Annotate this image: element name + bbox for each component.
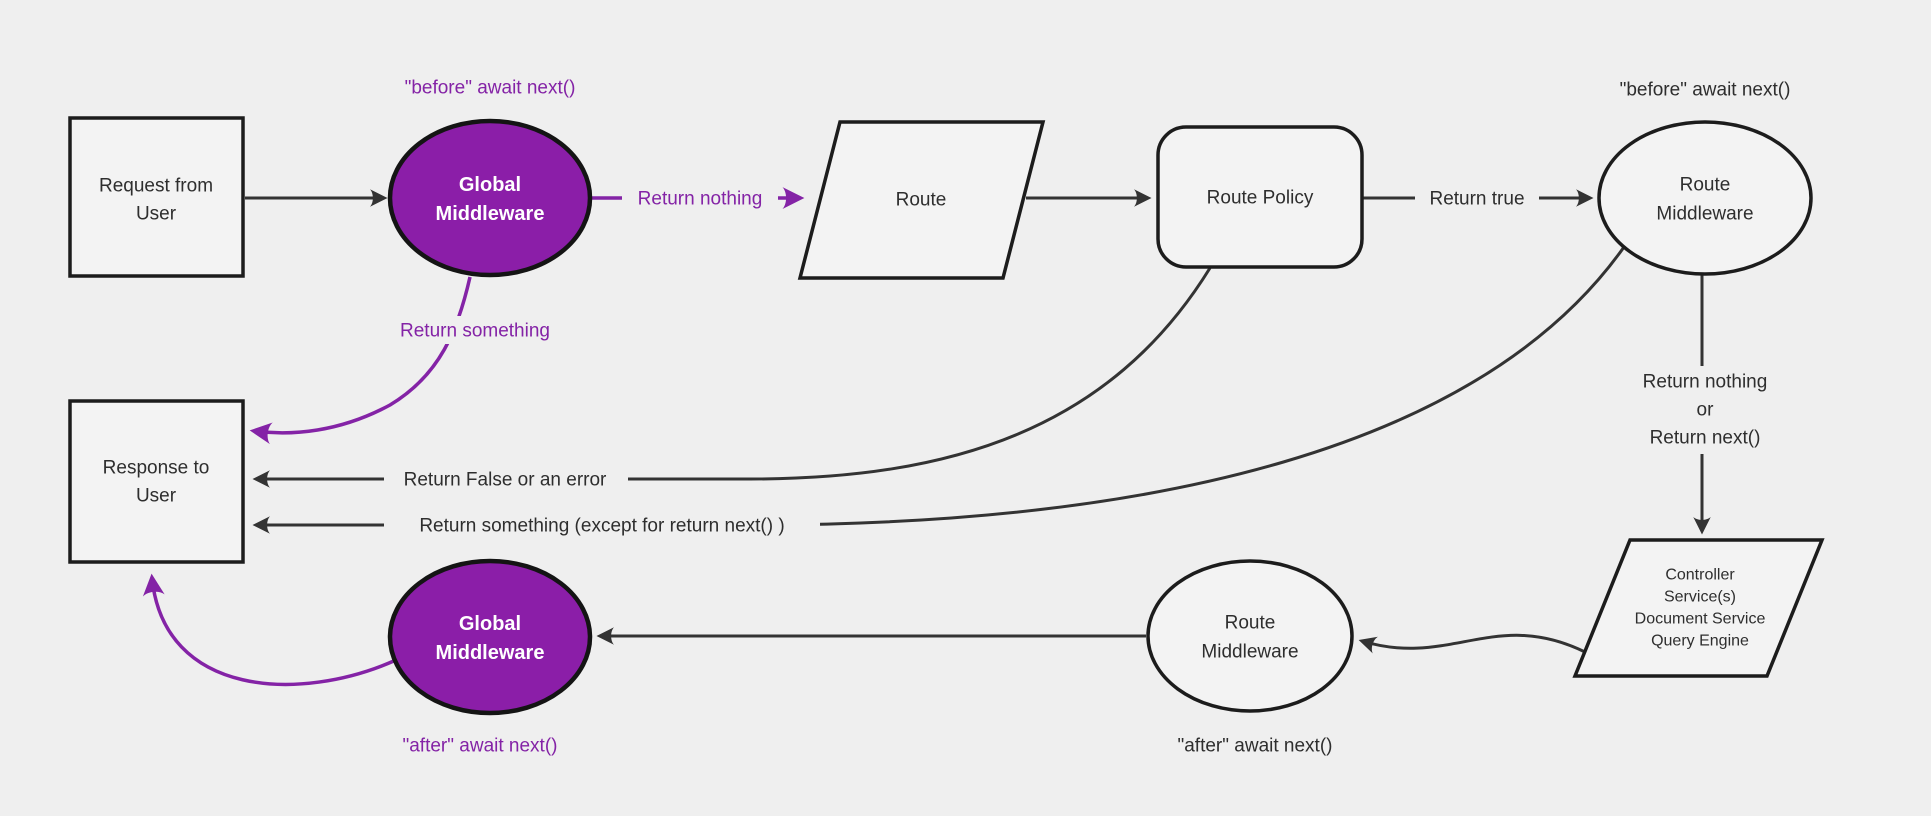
global-middleware-top-ellipse [387, 118, 593, 278]
global-middleware-bottom-ellipse [387, 558, 593, 716]
response-to-user-label-line2: User [136, 486, 177, 507]
label-bg-return-nothing-or [1630, 366, 1780, 454]
edge-global-middleware-return-something-to-response [249, 276, 472, 445]
response-to-user-label-line1: Response to [103, 458, 210, 479]
node-route-middleware-bottom: Route Middleware [1146, 559, 1354, 713]
route-middleware-bottom-label-line2: Middleware [1201, 642, 1298, 663]
route-middleware-bottom-ellipse [1146, 559, 1354, 713]
node-response-to-user: Response to User [68, 399, 245, 564]
label-return-something-except: Return something (except for return next… [419, 516, 784, 537]
label-return-nothing-or-line1: Return nothing [1643, 372, 1768, 393]
label-bg-return-false [384, 465, 628, 493]
label-after-await-right: "after" await next() [1178, 736, 1333, 757]
label-bg-return-something [396, 316, 554, 344]
edge-global-middleware-bottom-to-response [142, 573, 397, 687]
edge-controller-to-route-middleware-bottom [1358, 633, 1586, 654]
controller-label-line1: Controller [1665, 567, 1735, 584]
edge-label-backgrounds [384, 184, 1780, 539]
global-middleware-bottom-label-line1: Global [459, 613, 521, 635]
route-middleware-top-label-line1: Route [1680, 175, 1731, 196]
node-route-policy: Route Policy [1156, 125, 1364, 269]
label-bg-return-nothing [622, 184, 778, 212]
route-label: Route [896, 190, 947, 211]
controller-label-line3: Document Service [1635, 611, 1766, 628]
route-middleware-top-label-line2: Middleware [1656, 204, 1753, 225]
global-middleware-top-label-line1: Global [459, 174, 521, 196]
label-return-true: Return true [1429, 189, 1524, 210]
node-global-middleware-bottom: Global Middleware [387, 558, 593, 716]
label-before-await-left: "before" await next() [405, 78, 576, 99]
node-route-middleware-top: Route Middleware [1597, 120, 1813, 276]
node-global-middleware-top: Global Middleware [387, 118, 593, 278]
request-from-user-label-line2: User [136, 204, 177, 225]
controller-label-line2: Service(s) [1664, 589, 1736, 606]
global-middleware-bottom-label-line2: Middleware [436, 642, 545, 664]
node-request-from-user: Request from User [68, 116, 245, 278]
label-bg-return-something-except [384, 511, 820, 539]
label-return-nothing-or-line2: or [1697, 400, 1715, 421]
label-after-await-left: "after" await next() [403, 736, 558, 757]
route-policy-label: Route Policy [1207, 188, 1314, 209]
edge-route-middleware-to-response [252, 246, 1626, 534]
edge-route-policy-to-response [252, 267, 1212, 488]
labels: "before" await next() "before" await nex… [398, 75, 1793, 759]
request-from-user-box [68, 116, 245, 278]
request-from-user-label-line1: Request from [99, 176, 213, 197]
route-policy-box [1156, 125, 1364, 269]
node-route: Route [797, 120, 1046, 280]
route-parallelogram [797, 120, 1046, 280]
label-before-await-right: "before" await next() [1620, 80, 1791, 101]
response-to-user-box [68, 399, 245, 564]
label-bg-return-true [1415, 184, 1539, 212]
global-middleware-top-label-line2: Middleware [436, 203, 545, 225]
label-return-false-or-error: Return False or an error [404, 470, 607, 491]
controller-parallelogram [1572, 538, 1825, 678]
route-middleware-bottom-label-line1: Route [1225, 613, 1276, 634]
route-middleware-top-ellipse [1597, 120, 1813, 276]
node-controller-services: Controller Service(s) Document Service Q… [1572, 538, 1825, 678]
label-return-nothing-or-line3: Return next() [1650, 428, 1761, 449]
controller-label-line4: Query Engine [1651, 633, 1749, 650]
label-return-something: Return something [400, 321, 550, 342]
label-return-nothing: Return nothing [638, 189, 763, 210]
